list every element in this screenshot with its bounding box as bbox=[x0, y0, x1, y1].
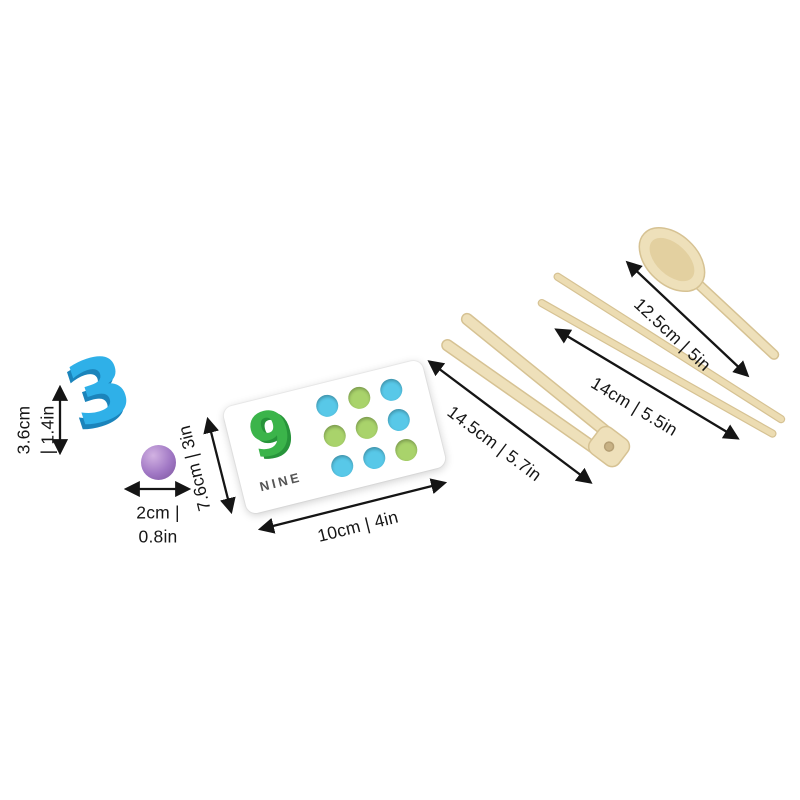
card-dot-green bbox=[392, 436, 420, 464]
dimension-label-number-three-line1: 3.6cm bbox=[13, 405, 34, 455]
dimension-label-bead-line1: 2cm | bbox=[136, 502, 180, 523]
card-dot-green bbox=[353, 414, 381, 442]
card-dot-blue bbox=[360, 444, 388, 472]
arrow-chopsticks-length bbox=[554, 328, 740, 440]
card-dot-blue bbox=[328, 452, 356, 480]
card-dot-blue bbox=[377, 376, 405, 404]
arrow-tweezers-length bbox=[427, 360, 593, 484]
card-number-nine: 9 bbox=[241, 395, 300, 474]
arrow-spoon-length bbox=[625, 260, 750, 378]
card-word-nine: NINE bbox=[258, 469, 304, 495]
card-dot-blue bbox=[385, 406, 413, 434]
card-dot-green bbox=[345, 384, 373, 412]
card-dots bbox=[313, 376, 420, 480]
wooden-spoon bbox=[638, 227, 780, 360]
tweezers-pin bbox=[603, 441, 615, 452]
dimension-label-number-three: 3.6cm | 1.4in bbox=[12, 406, 59, 455]
arrow-card-height bbox=[203, 416, 236, 515]
purple-bead bbox=[141, 445, 176, 480]
dimension-label-bead-line2: 0.8in bbox=[138, 526, 178, 546]
dimension-label-number-three-line2: | 1.4in bbox=[37, 405, 57, 455]
card-dot-green bbox=[321, 422, 349, 450]
card-dot-blue bbox=[313, 392, 341, 420]
dimension-label-bead: 2cm | 0.8in bbox=[136, 501, 179, 548]
arrow-card-width bbox=[257, 478, 448, 534]
